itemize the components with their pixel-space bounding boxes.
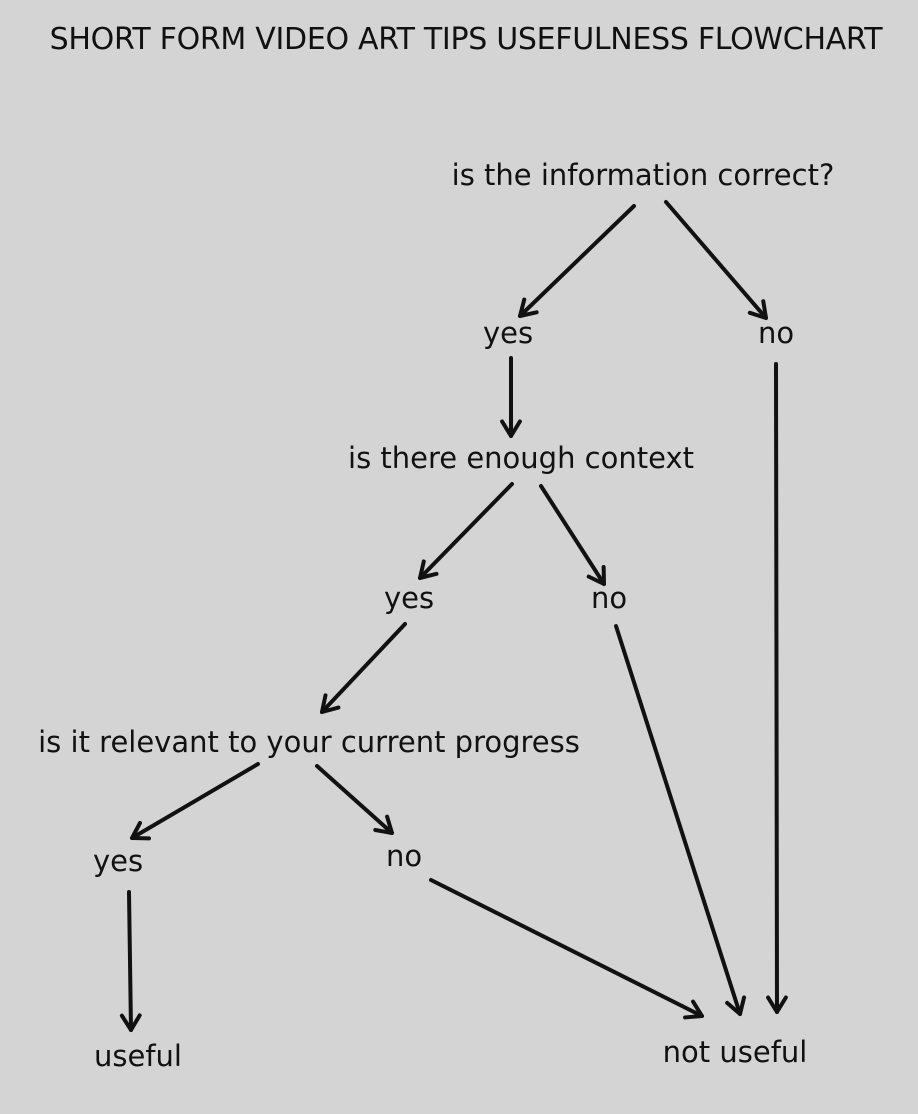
question-enough-context: is there enough context	[348, 441, 694, 475]
arrow-yes-to-useful	[119, 890, 142, 1032]
arrow-no3-to-not-useful	[429, 878, 704, 1020]
question-relevant-progress: is it relevant to your current progress	[38, 725, 580, 759]
answer-2-yes: yes	[383, 581, 435, 615]
arrow-no2-to-not-useful	[614, 624, 747, 1016]
arrow-context-to-no	[539, 484, 606, 586]
arrow-correct-to-yes	[518, 204, 636, 318]
arrow-relevant-to-no	[315, 764, 394, 835]
arrow-correct-to-no	[664, 200, 768, 320]
answer-1-no: no	[757, 316, 795, 350]
arrow-relevant-to-yes	[130, 762, 260, 841]
arrow-no-to-not-useful	[766, 362, 788, 1014]
answer-2-no: no	[590, 581, 628, 615]
question-information-correct: is the information correct?	[451, 158, 835, 192]
outcome-useful: useful	[94, 1039, 182, 1073]
arrow-yes-to-context	[500, 356, 522, 438]
answer-3-yes: yes	[92, 844, 144, 878]
answer-3-no: no	[385, 839, 423, 873]
answer-1-yes: yes	[482, 316, 534, 350]
outcome-not-useful: not useful	[662, 1035, 808, 1069]
flowchart-title: SHORT FORM VIDEO ART TIPS USEFULNESS FLO…	[49, 22, 883, 57]
arrow-yes-to-relevant	[320, 622, 407, 714]
arrow-context-to-yes	[418, 482, 514, 580]
